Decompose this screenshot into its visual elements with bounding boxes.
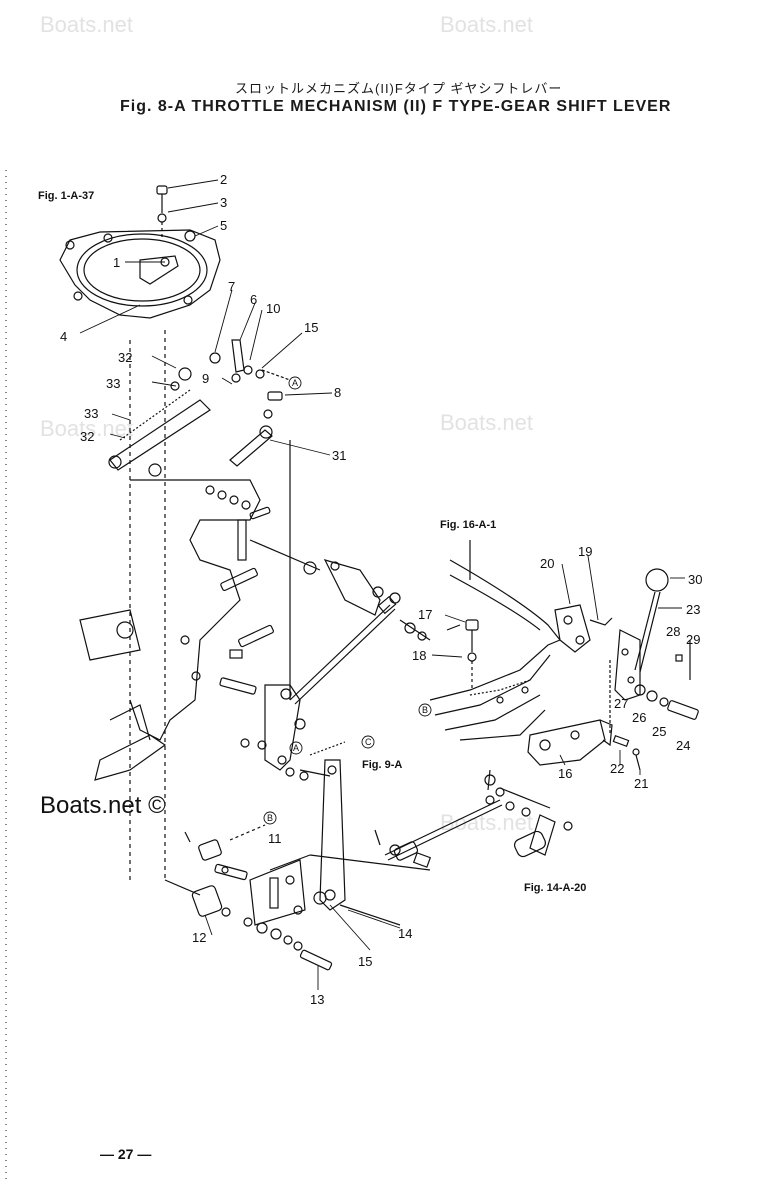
callout-8: 8 — [334, 385, 341, 400]
bottom-cowl-panel — [429, 540, 561, 741]
callout-33: 33 — [106, 376, 120, 391]
lever-6 — [209, 339, 291, 401]
ref-fig-9-a: Fig. 9-A — [362, 759, 402, 771]
marker-b: B — [422, 705, 428, 715]
washer-5 — [184, 230, 196, 242]
watermark: Boats.net — [40, 416, 133, 441]
callout-16: 16 — [558, 766, 572, 781]
callout-22: 22 — [610, 761, 624, 776]
lever-14 — [240, 684, 346, 911]
marker-c: C — [365, 737, 372, 747]
spacer-12 — [184, 831, 231, 917]
callout-29: 29 — [686, 632, 700, 647]
figure-references: Fig. 1-A-37 Fig. 16-A-1 Fig. 9-A Fig. 14… — [38, 190, 586, 894]
callout-32-b: 32 — [80, 429, 94, 444]
callout-14: 14 — [398, 926, 412, 941]
bolt-17 — [446, 619, 479, 690]
callout-27: 27 — [614, 696, 628, 711]
callout-4: 4 — [60, 329, 67, 344]
bolt-13 — [243, 917, 333, 971]
link-33-32 — [108, 367, 211, 471]
main-bracket — [79, 463, 274, 781]
boats-net-brand: Boats.net © — [40, 792, 166, 819]
flange-plate — [59, 229, 221, 319]
callout-24: 24 — [676, 738, 690, 753]
callout-31: 31 — [332, 448, 346, 463]
callout-numbers: 1 2 3 4 5 6 7 8 9 10 11 12 13 14 15 15 1… — [60, 172, 702, 1007]
callout-7: 7 — [228, 279, 235, 294]
callout-32: 32 — [118, 350, 132, 365]
watermark: Boats.net — [40, 12, 133, 37]
shift-cable-link — [374, 769, 573, 868]
ref-fig-1-a-37: Fig. 1-A-37 — [38, 190, 94, 202]
callout-30: 30 — [688, 572, 702, 587]
bolt-2 — [156, 185, 168, 240]
shift-base-16 — [527, 719, 641, 771]
watermark: Boats.net — [440, 12, 533, 37]
callout-17: 17 — [418, 607, 432, 622]
callout-11: 11 — [268, 831, 282, 846]
callout-20: 20 — [540, 556, 554, 571]
callout-23: 23 — [686, 602, 700, 617]
watermark: Boats.net — [440, 810, 533, 835]
callout-1: 1 — [113, 255, 120, 270]
circled-markers: A A B B C — [263, 376, 432, 825]
callout-26: 26 — [632, 710, 646, 725]
callout-33-b: 33 — [84, 406, 98, 421]
callout-2: 2 — [220, 172, 227, 187]
marker-b-2: B — [267, 813, 273, 823]
marker-a: A — [292, 378, 298, 388]
ref-fig-16-a-1: Fig. 16-A-1 — [440, 519, 496, 531]
callout-18: 18 — [412, 648, 426, 663]
callout-5: 5 — [220, 218, 227, 233]
callout-15-b: 15 — [358, 954, 372, 969]
leader-lines — [79, 179, 685, 990]
callout-9: 9 — [202, 371, 209, 386]
callout-6: 6 — [250, 292, 257, 307]
callout-25: 25 — [652, 724, 666, 739]
callout-15: 15 — [304, 320, 318, 335]
callout-3: 3 — [220, 195, 227, 210]
callout-10: 10 — [266, 301, 280, 316]
watermark: Boats.net — [440, 410, 533, 435]
marker-a-2: A — [293, 743, 299, 753]
gear-shift-lever — [609, 568, 699, 735]
callout-19: 19 — [578, 544, 592, 559]
throttle-rod — [249, 539, 431, 705]
shift-housing-20 — [554, 604, 613, 653]
japanese-title: スロットルメカニズム(II)Fタイプ ギヤシフトレバー — [235, 81, 563, 96]
callout-28: 28 — [666, 624, 680, 639]
callout-21: 21 — [634, 776, 648, 791]
callout-13: 13 — [310, 992, 324, 1007]
callout-12: 12 — [192, 930, 206, 945]
ref-fig-14-a-20: Fig. 14-A-20 — [524, 882, 586, 894]
bracket-11 — [214, 824, 431, 926]
page-number: — 27 — — [100, 1146, 152, 1162]
figure-title: Fig. 8-A THROTTLE MECHANISM (II) F TYPE-… — [120, 98, 672, 115]
rod-31 — [229, 409, 273, 467]
